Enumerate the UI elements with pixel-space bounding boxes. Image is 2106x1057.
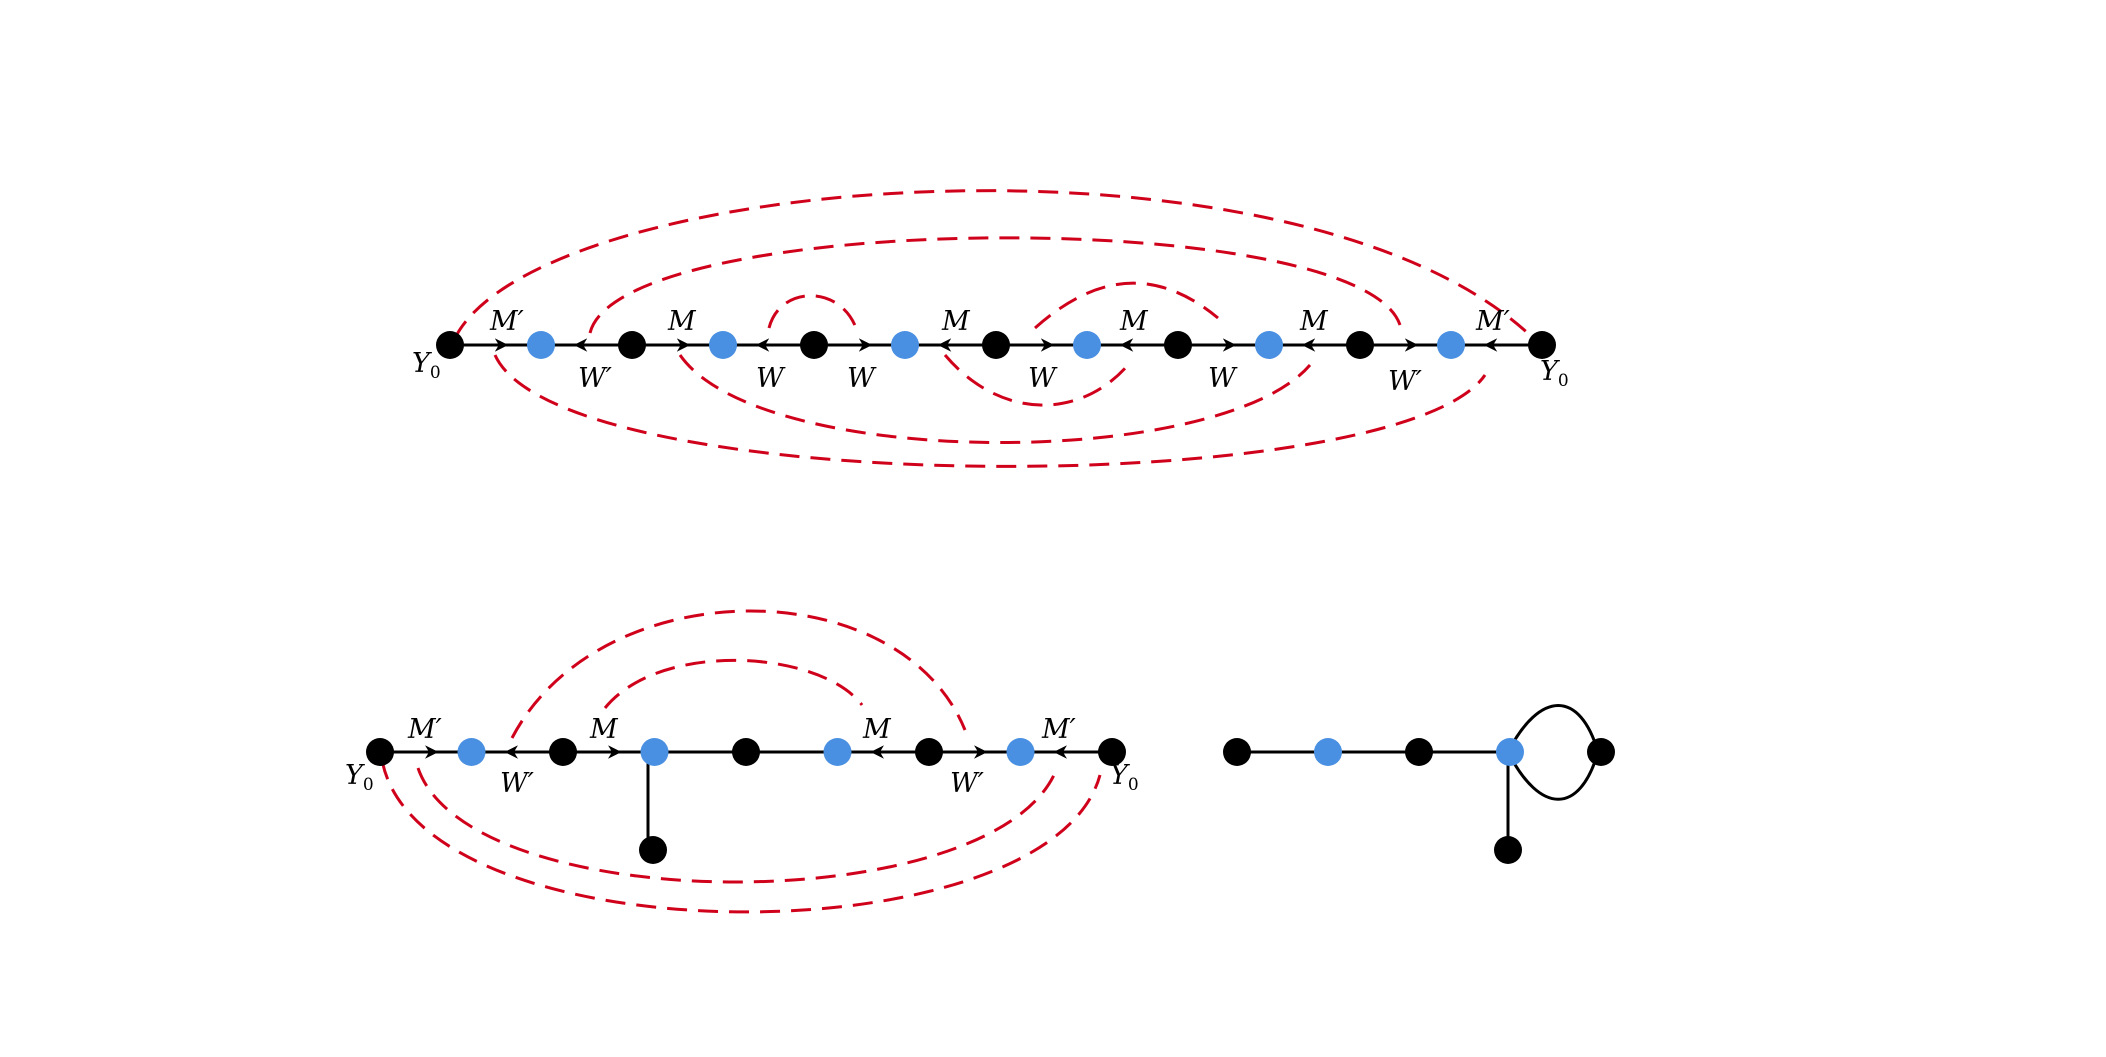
double-edge-upper xyxy=(1506,704,1600,753)
black-node-3 xyxy=(549,738,577,766)
dashed-arc-1-outer-bottom xyxy=(493,354,1487,468)
blue-node-2 xyxy=(457,738,486,766)
label-Mprime: M′ xyxy=(407,714,442,745)
black-node-11 xyxy=(1346,331,1374,359)
label-W: W xyxy=(756,363,786,394)
blue-node-8 xyxy=(1073,331,1101,359)
dashed-arc-1-small-bottom xyxy=(943,354,1130,407)
blue-node-10 xyxy=(1255,331,1283,359)
blue-node-4 xyxy=(709,331,737,359)
black-node-3 xyxy=(1405,738,1433,766)
label-Mprime: M′ xyxy=(489,306,524,337)
label-W: W xyxy=(1208,363,1238,394)
label-W: W xyxy=(847,363,877,394)
black-node-3 xyxy=(618,331,646,359)
black-node-5 xyxy=(800,331,828,359)
pendant-node xyxy=(1494,836,1522,864)
pendant-node xyxy=(639,836,667,864)
black-node-1 xyxy=(1223,738,1251,766)
label-M: M xyxy=(1299,306,1329,337)
label-Wprime: W′ xyxy=(950,768,984,799)
dashed-arc-2-inner-bottom xyxy=(416,767,1059,884)
label-Y0-right: Y0 xyxy=(1110,760,1139,795)
label-Mprime: M′ xyxy=(1041,714,1076,745)
blue-node-4 xyxy=(640,738,669,766)
black-node-9 xyxy=(1098,738,1126,766)
nodes-2 xyxy=(366,738,1126,864)
dashed-arc-2-outer-bottom xyxy=(380,759,1102,914)
blue-node-6 xyxy=(823,738,852,766)
blue-node-6 xyxy=(891,331,919,359)
diagram-3 xyxy=(1223,704,1615,864)
blue-node-12 xyxy=(1437,331,1465,359)
black-node-7 xyxy=(915,738,943,766)
label-M: M xyxy=(589,714,619,745)
black-node-9 xyxy=(1164,331,1192,359)
label-Y0-right: Y0 xyxy=(1540,356,1569,391)
label-M: M xyxy=(667,306,697,337)
black-node-1 xyxy=(366,738,394,766)
double-edge-lower xyxy=(1506,751,1600,801)
nodes-3 xyxy=(1223,738,1615,864)
dashed-arc-1-inner-bottom xyxy=(678,354,1312,444)
black-node-5 xyxy=(732,738,760,766)
black-node-7 xyxy=(982,331,1010,359)
label-Y0-left: Y0 xyxy=(345,760,374,795)
label-M: M xyxy=(862,714,892,745)
dashed-arc-1-small-left xyxy=(767,294,858,329)
label-Mprime: M′ xyxy=(1475,306,1510,337)
label-M: M xyxy=(1119,306,1149,337)
black-node-13 xyxy=(1528,331,1556,359)
dashed-arc-1-small-right xyxy=(1034,281,1219,330)
blue-node-8 xyxy=(1006,738,1035,766)
label-Wprime: W′ xyxy=(578,363,612,394)
black-node-5 xyxy=(1587,738,1615,766)
blue-node-4 xyxy=(1496,738,1524,766)
label-Wprime: W′ xyxy=(1388,366,1422,397)
label-W: W xyxy=(1028,363,1058,394)
blue-node-2 xyxy=(527,331,555,359)
diagram-2: M′ W′ M M W′ M′ Y0 Y0 xyxy=(345,609,1139,914)
blue-node-2 xyxy=(1314,738,1342,766)
label-M: M xyxy=(941,306,971,337)
dashed-arc-2-inner-top xyxy=(603,658,864,709)
nodes-1 xyxy=(436,331,1556,359)
black-node-1 xyxy=(436,331,464,359)
diagram-1: M′ W′ M W W M W M W M W′ M′ Y0 Y0 xyxy=(412,189,1569,468)
label-Y0-left: Y0 xyxy=(412,348,441,383)
dashed-arc-2-outer-top xyxy=(510,609,967,739)
dashed-arc-1-inner-top xyxy=(588,236,1402,334)
label-Wprime: W′ xyxy=(500,768,534,799)
dashed-arc-1-outer-top xyxy=(453,189,1535,340)
